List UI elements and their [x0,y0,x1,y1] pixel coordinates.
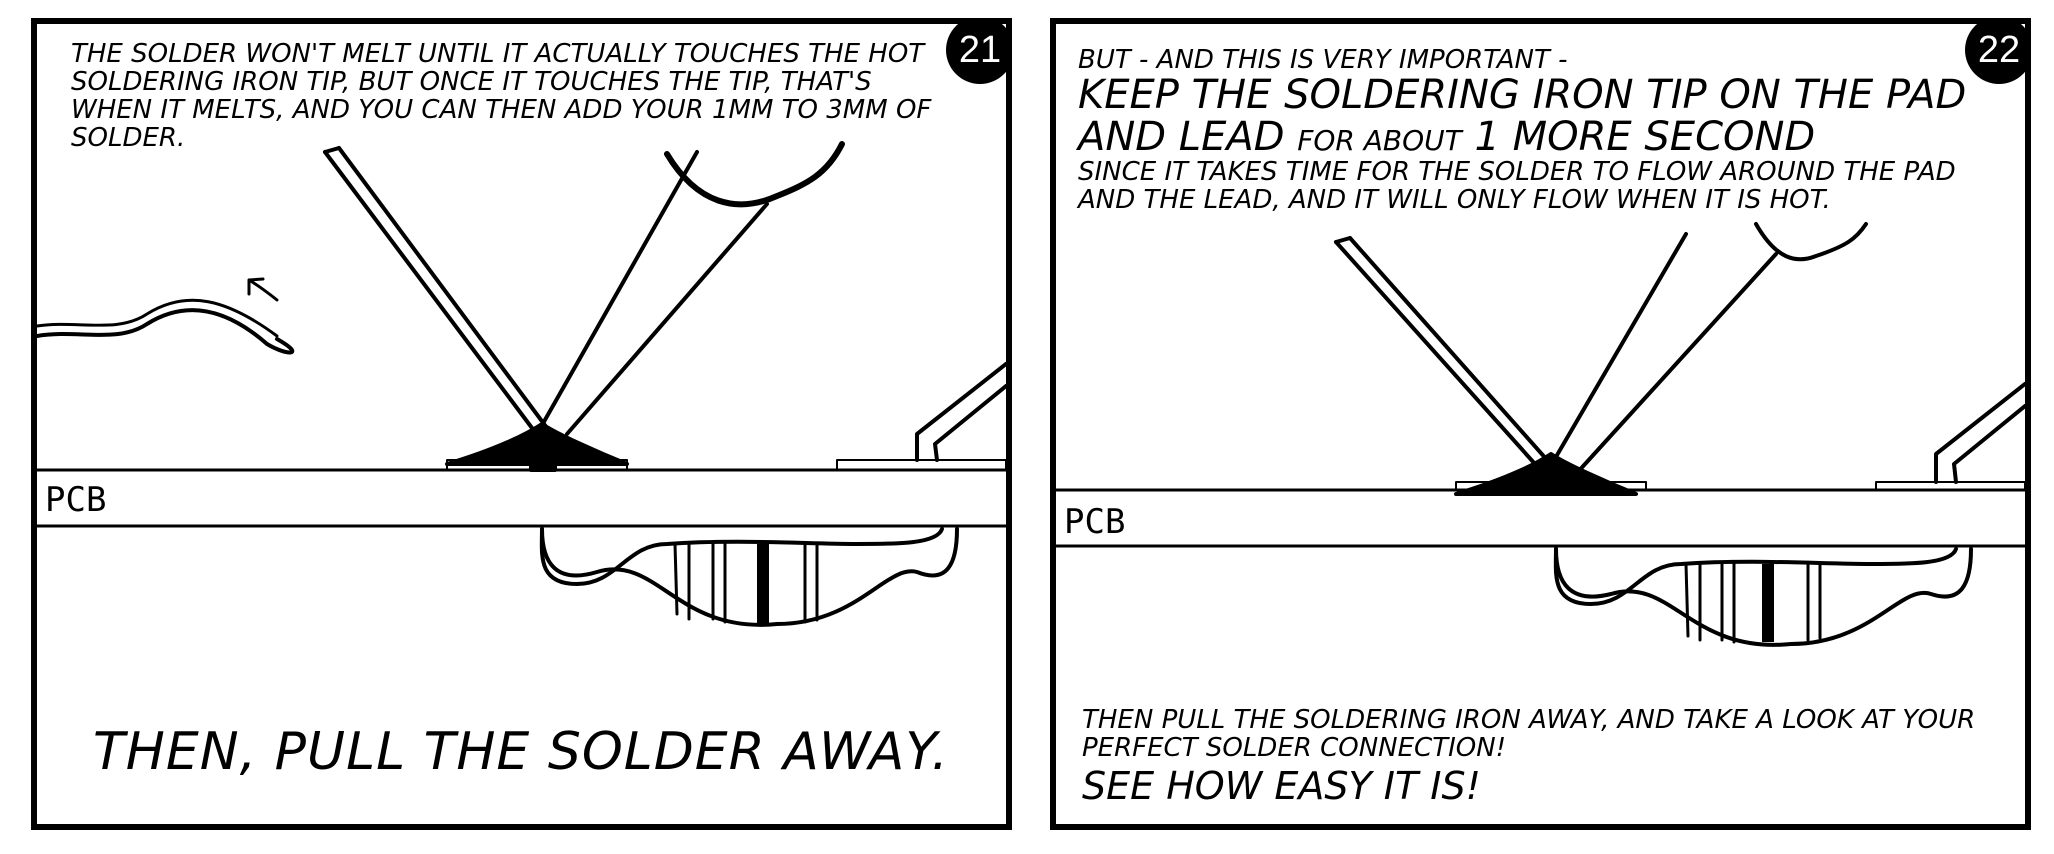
soldering-iron [1544,232,1778,476]
comic-panel-21: 21 THE SOLDER WON'T MELT UNTIL IT ACTUAL… [31,18,1012,830]
pcb-label: PCB [1064,502,1126,542]
pad-right [836,459,1006,471]
panel-22-closing: THEN PULL THE SOLDERING IRON AWAY, AND T… [1082,705,1976,764]
panel-21-caption: THEN, PULL THE SOLDER AWAY. [93,722,949,782]
panel-22-emphasis: KEEP THE SOLDERING IRON TIP ON THE PAD A… [1078,74,1978,158]
panel-21-illustration [37,141,1006,627]
resistor-band-1 [673,542,691,621]
panel-number-badge: 21 [946,24,1006,84]
emphasis-line-2-mid: FOR ABOUT [1297,124,1462,157]
emphasis-line-2-start: AND LEAD [1078,114,1285,160]
panel-number-badge: 22 [1965,24,2025,84]
solder-feed [323,146,549,434]
pad-left [1455,481,1647,491]
emphasis-line-2-end: 1 MORE SECOND [1474,114,1816,160]
resistor-band-4 [1806,562,1822,642]
component-lead-right [915,362,1006,462]
panel-22-explanation: SINCE IT TAKES TIME FOR THE SOLDER TO FL… [1078,157,1956,216]
soldering-iron [535,150,769,436]
resistor-band-2 [1720,562,1736,644]
panel-22-closing-emphasis: SEE HOW EASY IT IS! [1082,764,1481,808]
panel-21-narration: THE SOLDER WON'T MELT UNTIL IT ACTUALLY … [71,39,932,154]
resistor-band-4 [803,542,819,624]
solder-joint [1454,452,1638,496]
solder-joint [445,422,629,466]
pcb-label: PCB [45,480,107,520]
emphasis-line-2: AND LEAD FOR ABOUT 1 MORE SECOND [1078,116,1978,158]
pad-right [1875,481,2025,491]
resistor-body [540,527,959,627]
panel-22-intro: BUT - AND THIS IS VERY IMPORTANT - [1078,45,1568,75]
comic-panel-22: 22 BUT - AND THIS IS VERY IMPORTANT - KE… [1050,18,2031,830]
resistor-band-2 [711,542,727,624]
solder-wire [37,308,295,355]
resistor-band-1 [1684,562,1702,642]
pad-left [446,459,628,471]
resistor-band-3 [757,544,769,624]
iron-hand [1754,222,1868,262]
resistor-body [1554,547,1973,647]
pull-away-arrow [247,277,279,302]
solder-feed [1334,236,1558,476]
resistor-band-3 [1762,564,1774,642]
panel-22-illustration [1056,222,2025,647]
emphasis-line-1: KEEP THE SOLDERING IRON TIP ON THE PAD [1078,72,1967,118]
component-lead-right [1934,382,2025,484]
iron-hand [664,141,845,208]
solder-wire-edge [37,298,279,338]
